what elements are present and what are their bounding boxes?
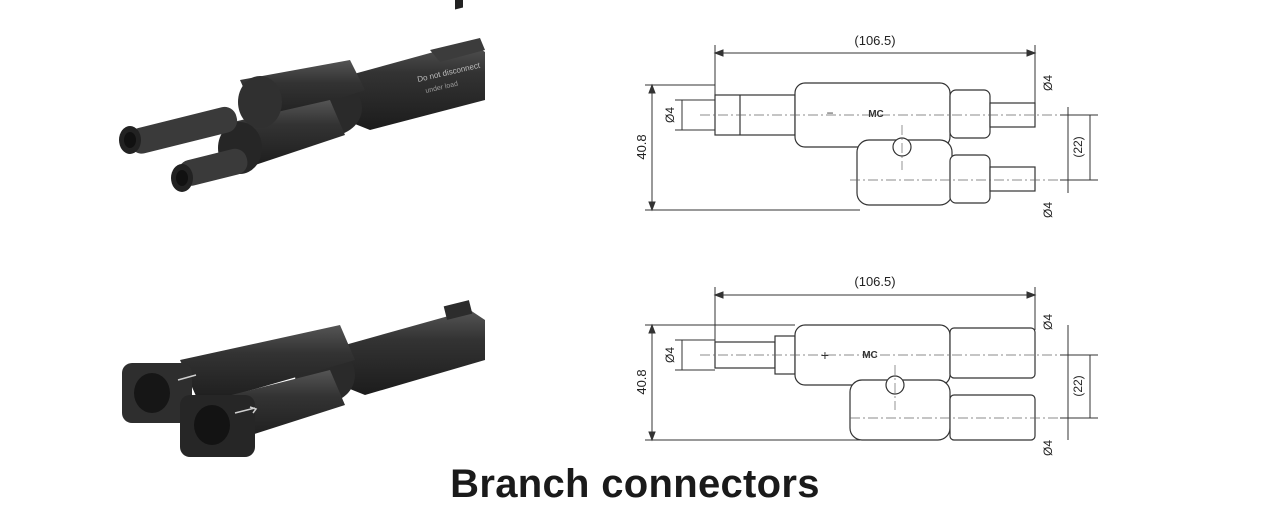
left-diameter-label: Ø4 <box>663 107 677 123</box>
top-connector-photo: Do not disconnect under load <box>119 0 485 192</box>
overall-length-label: (106.5) <box>854 33 895 48</box>
height-label: 40.8 <box>634 134 649 159</box>
bottom-dimension-drawing: (106.5) 40.8 Ø4 Ø4 Ø4 (22) MC + <box>634 274 1098 456</box>
pitch-label: (22) <box>1071 375 1085 396</box>
connector-rear-body <box>345 0 485 130</box>
top-dimension-drawing: (106.5) 40.8 Ø4 Ø4 Ø4 (22) MC − <box>634 33 1098 218</box>
left-diameter-label: Ø4 <box>663 347 677 363</box>
pitch-label: (22) <box>1071 136 1085 157</box>
right-top-diameter-label: Ø4 <box>1041 314 1055 330</box>
overall-length-label: (106.5) <box>854 274 895 289</box>
height-label: 40.8 <box>634 369 649 394</box>
brand-mark: MC <box>868 109 884 120</box>
branch-pins <box>119 106 248 192</box>
polarity-mark: − <box>826 106 833 120</box>
caption-title: Branch connectors <box>450 462 820 506</box>
right-bottom-diameter-label: Ø4 <box>1041 202 1055 218</box>
bottom-connector-photo <box>122 300 485 457</box>
connector-outline <box>714 324 1036 441</box>
right-top-diameter-label: Ø4 <box>1041 75 1055 91</box>
polarity-mark: + <box>821 347 829 363</box>
connector-outline <box>714 82 1036 206</box>
brand-mark: MC <box>862 350 878 361</box>
right-bottom-diameter-label: Ø4 <box>1041 440 1055 456</box>
connector-rear-body <box>340 300 485 395</box>
branch-sockets <box>122 363 258 457</box>
